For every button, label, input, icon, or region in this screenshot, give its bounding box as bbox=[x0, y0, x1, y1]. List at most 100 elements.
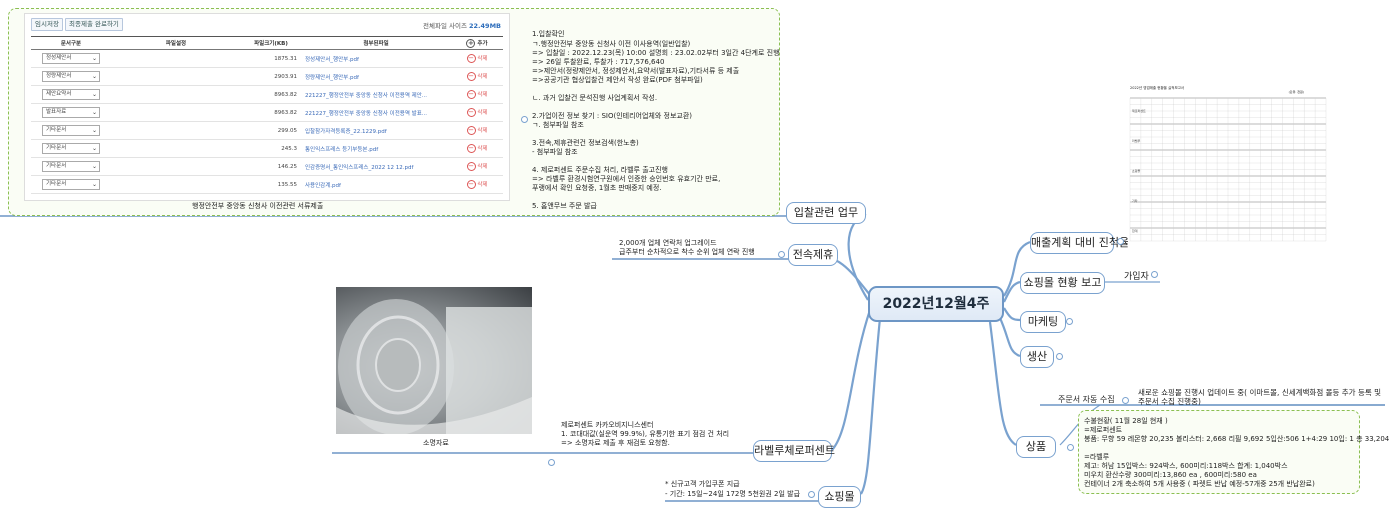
entry-note-line: ㄱ. 첨부파일 참조 bbox=[532, 121, 584, 129]
entry-note-line: => 입찰일 : 2022.12.23(목) 10:00 설명회 : 23.02… bbox=[532, 49, 780, 57]
delete-button[interactable]: − 삭제 bbox=[451, 49, 503, 68]
link-mall bbox=[1003, 280, 1021, 303]
doc-type-select[interactable]: 기타문서⌄ bbox=[42, 143, 100, 154]
mall-report-child[interactable]: 가입자 bbox=[1124, 272, 1149, 282]
branch-entry[interactable]: 입찰관련 업무 bbox=[786, 202, 866, 224]
product-note-line: =라벨루 bbox=[1084, 453, 1110, 461]
continued-toggle[interactable] bbox=[778, 251, 785, 258]
delete-button[interactable]: − 삭제 bbox=[451, 103, 503, 122]
branch-continued-partnership[interactable]: 전속제휴 bbox=[788, 244, 838, 266]
file-link[interactable]: 사용인감계.pdf bbox=[301, 175, 451, 194]
col-add[interactable]: + 추가 bbox=[451, 36, 503, 50]
entry-note-line: 3.전속,제휴관련건 정보검색(한노총) bbox=[532, 139, 639, 147]
total-size-value: 22.49MB bbox=[469, 22, 501, 30]
entry-notes-toggle[interactable] bbox=[521, 116, 528, 123]
link-label bbox=[831, 309, 872, 451]
product-notes-toggle[interactable] bbox=[1067, 444, 1074, 451]
doc-type-select[interactable]: 발표자료⌄ bbox=[42, 107, 100, 118]
doc-type-select[interactable]: 기타문서⌄ bbox=[42, 161, 100, 172]
col-file-setting: 파일설정 bbox=[111, 36, 241, 50]
link-product bbox=[988, 321, 1017, 446]
entry-notes-title: 1.입찰확인 bbox=[532, 30, 565, 38]
entry-note-line: 4. 제로퍼센트 주문수집 처리, 라벨루 출고진행 bbox=[532, 166, 668, 174]
branch-sales-plan[interactable]: 매출계획 대비 진척율 bbox=[1030, 232, 1129, 254]
file-size: 8963.82 bbox=[241, 85, 301, 104]
file-link[interactable]: 정량제안서_행안부.pdf bbox=[301, 67, 451, 86]
photo-caption: 소명자료 bbox=[423, 439, 449, 447]
link-sales bbox=[1003, 240, 1031, 297]
label-note-1: 제로퍼센트 카카오비지니스센터 bbox=[561, 421, 654, 429]
sales-row-group: 쇼핑몰 bbox=[1132, 168, 1141, 173]
file-size: 8963.82 bbox=[241, 103, 301, 122]
delete-button[interactable]: − 삭제 bbox=[451, 175, 503, 194]
production-toggle[interactable] bbox=[1056, 353, 1063, 360]
sales-plan-toggle[interactable] bbox=[1117, 238, 1124, 245]
file-size: 2903.91 bbox=[241, 67, 301, 86]
root-node[interactable]: 2022년12월4주 bbox=[868, 286, 1004, 322]
label-toggle[interactable] bbox=[548, 459, 555, 466]
col-attached-file: 첨부된파일 bbox=[301, 36, 451, 50]
entry-note-line: => 26일 투찰완료, 투찰가 : 717,576,640 bbox=[532, 58, 665, 66]
sales-row-group: 제로퍼센트 bbox=[1132, 108, 1146, 113]
file-link[interactable]: 인감증명서_통인익스프레스_2022 12 12.pdf bbox=[301, 157, 451, 176]
file-link[interactable]: 221227_행정안전부 중앙동 신청사 이전용역 발표... bbox=[301, 103, 451, 122]
temp-save-button[interactable]: 임시저장 bbox=[31, 18, 63, 31]
product-note-line: 미우치 환산수량 300미리:13,860 ea , 600미리:580 ea bbox=[1084, 471, 1257, 479]
sales-row-group: 합계 bbox=[1132, 228, 1138, 233]
doc-type-select[interactable]: 기타문서⌄ bbox=[42, 125, 100, 136]
final-submit-button[interactable]: 최종제출 완료하기 bbox=[65, 18, 123, 31]
file-link[interactable]: 통인익스프레스 등기부등본.pdf bbox=[301, 139, 451, 158]
product-sub-desc-2: 주문서 수집 진행중) bbox=[1138, 397, 1201, 406]
doc-type-select[interactable]: 정량제안서⌄ bbox=[42, 71, 100, 82]
product-sub-label[interactable]: 주문서 자동 수집 bbox=[1058, 395, 1115, 404]
mall-report-child-toggle[interactable] bbox=[1151, 271, 1158, 278]
delete-button[interactable]: − 삭제 bbox=[451, 139, 503, 158]
product-note-line: =제로퍼센트 bbox=[1084, 426, 1123, 434]
product-note-line: 컨테이너 2개 축소하여 5개 사용중 ( 파렛트 반납 예정-57개중 25개… bbox=[1084, 480, 1315, 488]
file-size: 299.05 bbox=[241, 121, 301, 140]
product-note-line: 봉품: 무향 59 레몬향 20,235 볼리스터: 2,668 리필 9,69… bbox=[1084, 435, 1390, 443]
entry-note-line: - 첨부파일 참조 bbox=[532, 148, 578, 156]
delete-button[interactable]: − 삭제 bbox=[451, 67, 503, 86]
product-sub-toggle[interactable] bbox=[1122, 397, 1129, 404]
branch-marketing[interactable]: 마케팅 bbox=[1020, 311, 1066, 333]
doc-type-select[interactable]: 정성제안서⌄ bbox=[42, 53, 100, 64]
product-sub-desc-1: 새로운 쇼핑몰 진행시 업데이트 중( 이마트몰, 신세계백화점 몰등 추가 등… bbox=[1138, 388, 1382, 397]
shopping-toggle[interactable] bbox=[808, 491, 815, 498]
file-size: 245.3 bbox=[241, 139, 301, 158]
product-note-line: 제고: 허남 15입박스: 924박스, 600미리:118박스 합계: 1,0… bbox=[1084, 462, 1288, 470]
file-link[interactable]: 입찰참가자격등록증_22.1229.pdf bbox=[301, 121, 451, 140]
doc-type-select[interactable]: 기타문서⌄ bbox=[42, 179, 100, 190]
delete-button[interactable]: − 삭제 bbox=[451, 121, 503, 140]
branch-mall-report[interactable]: 쇼핑몰 현황 보고 bbox=[1020, 272, 1105, 294]
sales-table-title: 2022년 영업매출 현황을 실적보고서 bbox=[1130, 86, 1185, 90]
branch-product[interactable]: 상품 bbox=[1016, 436, 1056, 458]
sales-row-group: 라벨루 bbox=[1132, 138, 1141, 143]
entry-note-line: 푸랭에서 확인 요청중, 1월초 판매중지 예정. bbox=[532, 184, 662, 192]
file-link[interactable]: 정성제안서_행안부.pdf bbox=[301, 49, 451, 68]
branch-label-recycling[interactable]: 라벨루체로퍼센트 bbox=[753, 440, 835, 462]
delete-button[interactable]: − 삭제 bbox=[451, 157, 503, 176]
entry-note-line: ㄴ. 과거 입찰건 문석진행 사업계획서 작성. bbox=[532, 94, 658, 102]
label-note-2: 1. 코대대값(실운역 99.9%), 유통기한 표기 점검 건 처리 bbox=[561, 430, 730, 438]
delete-button[interactable]: − 삭제 bbox=[451, 85, 503, 104]
doc-type-select[interactable]: 제안요약서⌄ bbox=[42, 89, 100, 100]
entry-note-line: 2.가업이전 정보 찾기 : SIO(인테리어업체와 정보교환) bbox=[532, 112, 693, 120]
entry-note-line: => 라벨루 환경시험연구원에서 인증한 승인번호 유효기간 만료, bbox=[532, 175, 721, 183]
label-note-3: => 소명자료 제출 후 재검토 요청함. bbox=[561, 439, 670, 447]
continued-note-2: 급주부터 순차적으로 착수 순위 업체 연락 진행 bbox=[619, 248, 755, 256]
marketing-toggle[interactable] bbox=[1066, 318, 1073, 325]
col-doc-type: 문서구분 bbox=[31, 36, 111, 50]
file-link[interactable]: 221227_행정안전부 중앙동 신청사 이전용역 제안... bbox=[301, 85, 451, 104]
product-notes-box bbox=[1078, 410, 1360, 494]
branch-shopping-mall[interactable]: 쇼핑몰 bbox=[818, 486, 861, 508]
branch-production[interactable]: 생산 bbox=[1020, 346, 1054, 368]
